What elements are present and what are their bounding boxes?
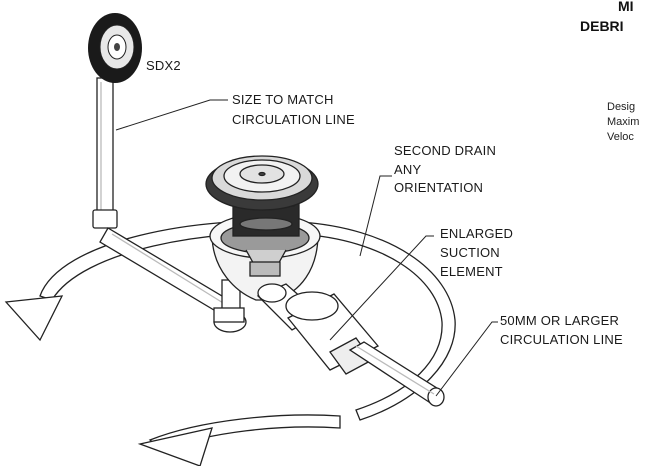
leader-lines [115,99,498,397]
drain-grate-cover [205,155,319,211]
label-orientation: ORIENTATION [394,180,484,195]
label-circulation-line: CIRCULATION LINE [500,332,623,347]
body-drop-pipe [213,279,247,333]
main-drain-body [209,195,321,301]
label-second-drain: SECOND DRAIN [394,143,497,158]
vertical-pipe [92,77,118,229]
label-size-to-match: SIZE TO MATCH [232,92,334,107]
label-50mm: 50MM OR LARGER [500,313,620,328]
suction-element [256,283,380,375]
side-note-3: Veloc [607,131,634,143]
label-suction: SUCTION [440,245,500,260]
header-line-2: DEBRI [580,18,624,34]
header-line-1: MI [618,0,634,14]
label-size-to-match-line: CIRCULATION LINE [232,112,355,127]
label-element: ELEMENT [440,264,503,279]
side-note-1: Desig [607,101,636,113]
flow-arrow-bottom [137,414,341,466]
label-any: ANY [394,162,422,177]
label-sdx2: SDX2 [146,58,181,73]
side-note-2: Maxim [607,116,640,128]
sdx2-drain-cover [88,13,142,83]
label-enlarged: ENLARGED [440,226,514,241]
